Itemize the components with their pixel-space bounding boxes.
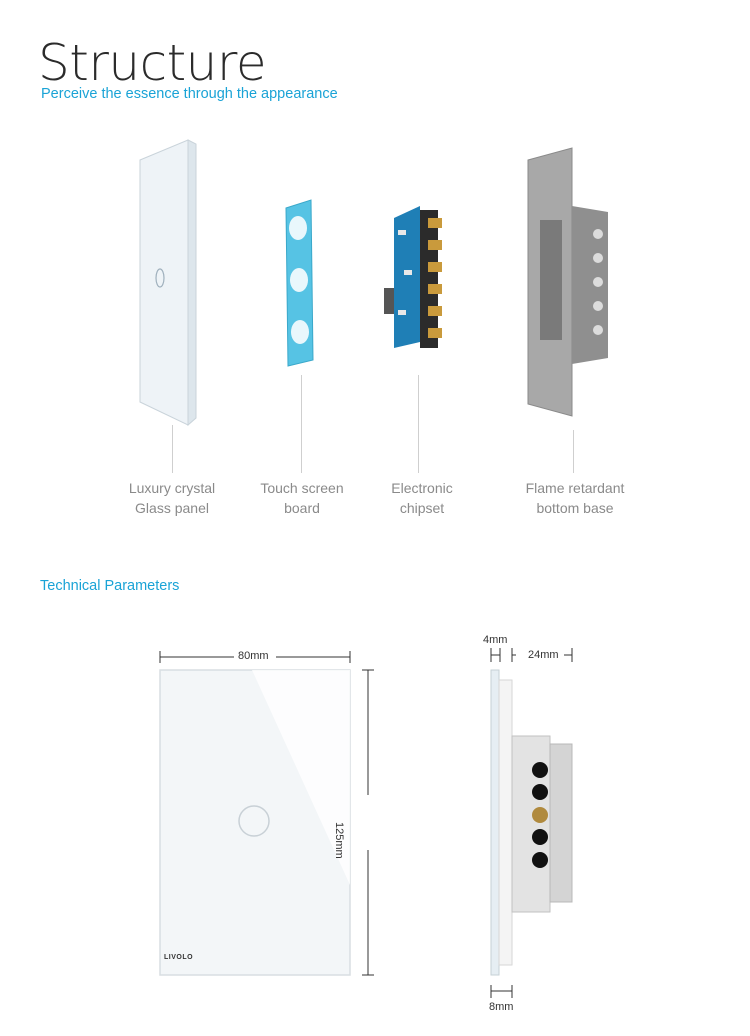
section-heading: Technical Parameters <box>40 578 180 594</box>
structure-illustrations <box>139 139 608 427</box>
glass-panel-illustration <box>139 139 197 427</box>
depth-dimension: 24mm <box>528 649 559 661</box>
front-view-diagram <box>159 651 374 976</box>
bottom-base-illustration <box>527 147 608 417</box>
glass-thickness-dimension: 4mm <box>483 634 508 646</box>
connector-line <box>301 375 302 473</box>
connector-line <box>418 375 419 473</box>
touch-board-illustration <box>285 199 314 367</box>
connector-line <box>172 425 173 473</box>
height-dimension: 125mm <box>333 822 345 859</box>
page-title: Structure <box>38 34 267 92</box>
width-dimension: 80mm <box>238 650 269 662</box>
connector-line <box>573 430 574 473</box>
side-view-diagram <box>490 648 573 998</box>
brand-logo: LIVOLO <box>164 954 194 961</box>
chipset-illustration <box>384 206 442 348</box>
frame-thickness-dimension: 8mm <box>489 1001 514 1013</box>
page-subtitle: Perceive the essence through the appeara… <box>41 86 338 102</box>
